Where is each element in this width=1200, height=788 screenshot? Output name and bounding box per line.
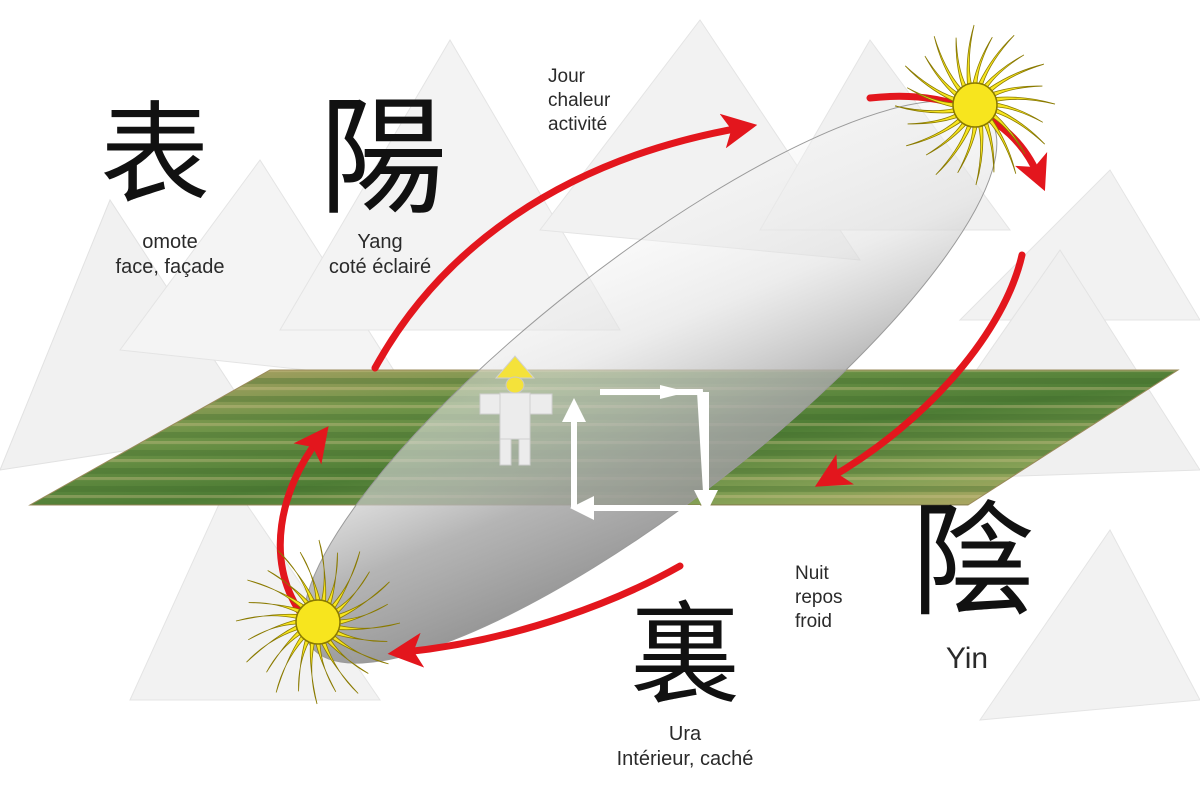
sun-ray (326, 552, 338, 605)
sun-ray (906, 118, 962, 147)
sun-ray (988, 118, 1017, 174)
sun-ray (995, 96, 1056, 105)
sun-ray (338, 622, 401, 631)
sun-ray (996, 102, 1044, 123)
sun-ray (266, 630, 301, 673)
sun-ray (935, 125, 972, 176)
label-ura-line1: Ura (668, 723, 702, 745)
label-jour-line2: chaleur (548, 89, 611, 111)
label-yang: Yang coté éclairé (300, 230, 460, 280)
sun-ray (326, 639, 369, 674)
sun-ray (978, 34, 1015, 85)
sun-ray (988, 63, 1044, 92)
sun-ray (331, 635, 389, 665)
label-nuit-line3: froid (795, 610, 832, 632)
label-nuit-line2: repos (795, 586, 843, 608)
sun-ray (275, 635, 305, 693)
sun-ray (338, 581, 390, 619)
arrow-falling (814, 251, 1026, 487)
sun-ray (894, 105, 955, 114)
sun-ray (972, 36, 993, 84)
sun-ray (907, 113, 958, 125)
sun-ray (331, 551, 361, 609)
label-jour-line3: activité (548, 113, 608, 135)
sun-ray (904, 65, 955, 102)
sun-ray (957, 126, 978, 174)
label-omote: omote face, façade (95, 230, 245, 280)
cycle-arrows-icon (562, 385, 718, 520)
sun-ray (933, 36, 962, 92)
label-yang-line2: coté éclairé (328, 256, 432, 278)
sun-ray (966, 24, 975, 85)
sun-ray (299, 552, 321, 601)
kanji-yang: 陽 (318, 84, 447, 233)
sun-ray (955, 37, 967, 88)
label-yin-line1: Yin (945, 642, 989, 675)
kanji-yin: 陰 (910, 490, 1035, 634)
sun-ray (248, 602, 301, 614)
sun-ray (298, 639, 310, 692)
kanji-omote: 表 (100, 91, 210, 219)
sun-ray (247, 579, 305, 609)
sun-ray (318, 539, 327, 602)
sun-ray (995, 108, 1046, 145)
sun-ray (983, 122, 995, 173)
sun-ray (321, 642, 359, 694)
kanji-ura: 裏 (630, 591, 740, 719)
label-jour-line1: Jour (548, 66, 585, 87)
label-nuit-line1: Nuit (795, 563, 829, 584)
label-omote-line1: omote (142, 231, 198, 253)
sun-ray (267, 570, 310, 605)
label-jour: Jour chaleur activité (548, 65, 648, 136)
arrow-bottom (387, 562, 684, 668)
sun-ray (924, 55, 958, 97)
sun-ray (992, 113, 1026, 155)
sun-ray (235, 613, 298, 622)
farmer-figure (479, 355, 553, 466)
sun-ray (315, 643, 337, 692)
sun-ray (975, 125, 984, 186)
sun-icon (235, 539, 401, 705)
label-ura: Ura Intérieur, caché (580, 722, 790, 772)
label-yang-line1: Yang (357, 231, 403, 253)
sun-ray (925, 122, 967, 156)
label-omote-line2: face, façade (115, 256, 225, 278)
sun-ray (277, 550, 315, 602)
arrow-rising (371, 113, 758, 372)
arrow-bottom-turn (276, 426, 329, 616)
label-nuit: Nuit repos froid (795, 562, 885, 633)
label-yin: Yin (922, 640, 1012, 678)
sun-ray (248, 619, 297, 641)
sun-ray (335, 571, 370, 614)
sun-ray (339, 603, 388, 625)
sun-icon (894, 24, 1056, 186)
sun-ray (906, 87, 954, 108)
sun-ray (309, 642, 318, 705)
sun-ray (983, 54, 1025, 88)
sun-ray (246, 625, 298, 663)
sun-ray (992, 85, 1043, 97)
label-ura-line2: Intérieur, caché (616, 748, 754, 770)
sun-ray (335, 630, 388, 642)
